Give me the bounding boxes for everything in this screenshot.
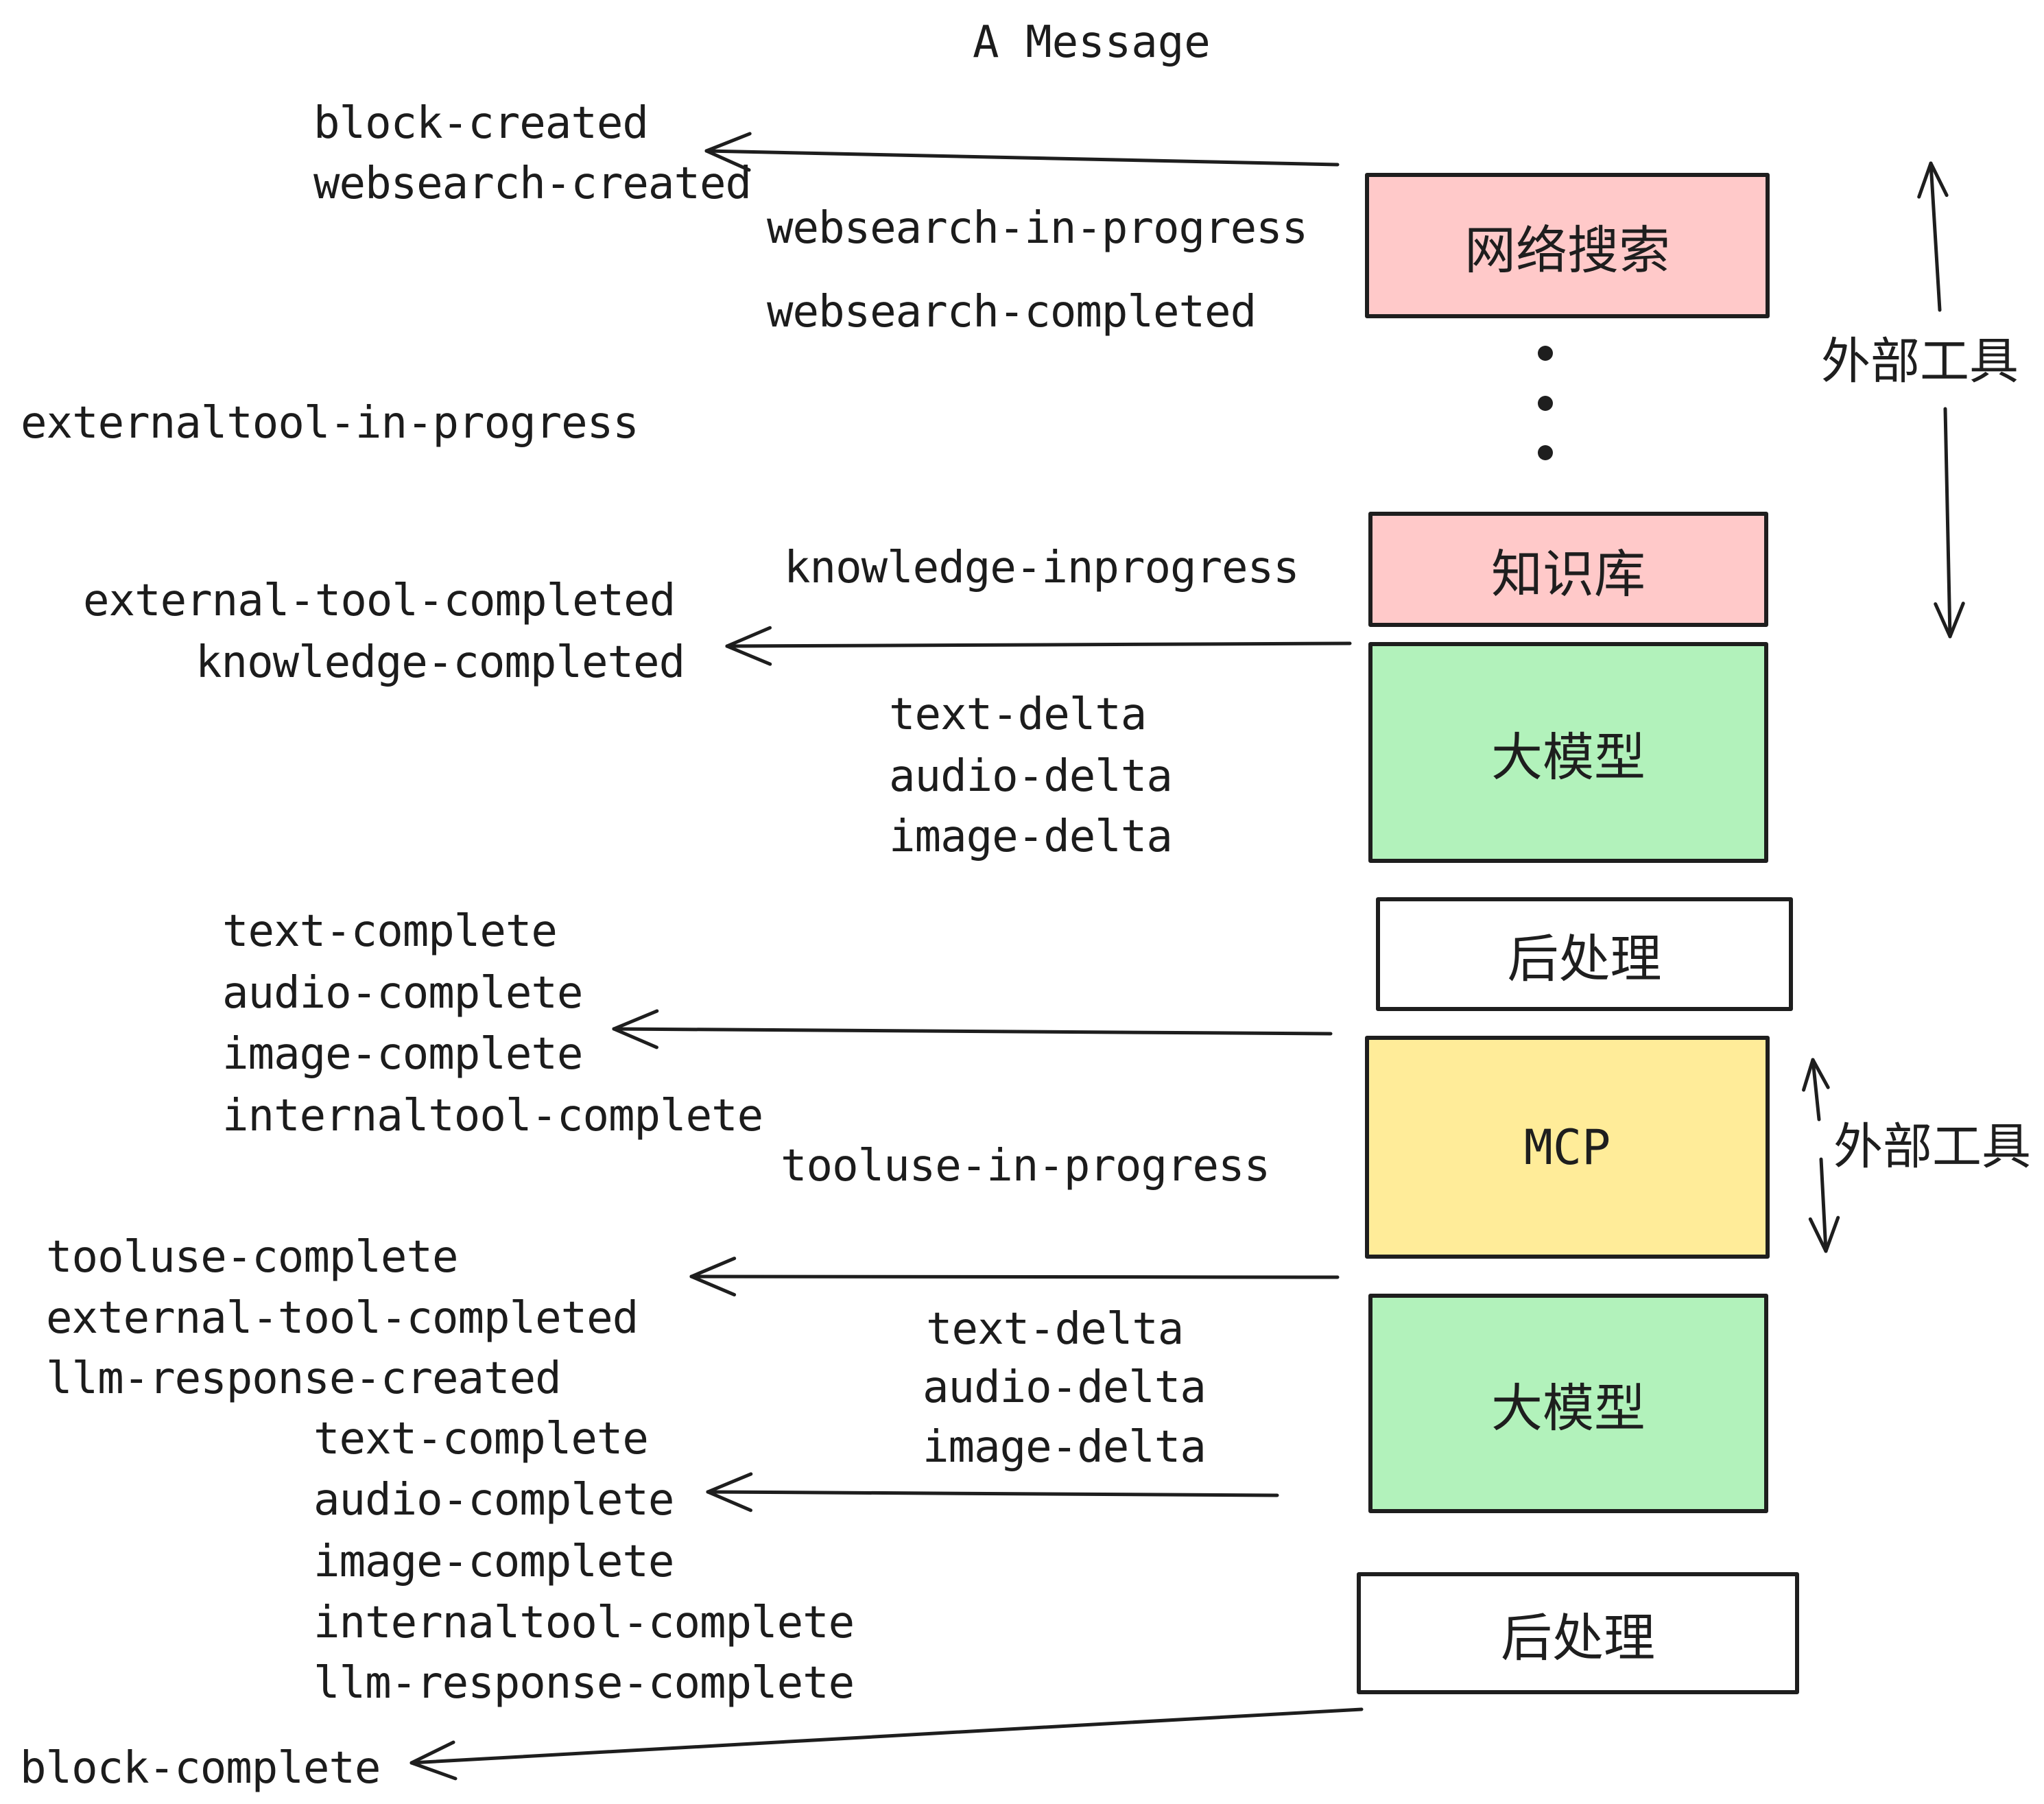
knowledge-box-label: 知识库 <box>1490 545 1645 603</box>
websearch-box: 网络搜索 <box>1365 173 1770 318</box>
ellipsis-dot <box>1538 396 1553 411</box>
postprocess-box-1-label: 后处理 <box>1507 929 1662 988</box>
postprocess-box-1: 后处理 <box>1376 897 1793 1011</box>
event-label-knowledge-inprogress: knowledge-inprogress <box>784 543 1300 593</box>
event-label-knowledge-completed: knowledge-completed <box>195 637 685 688</box>
event-label-text-delta: text-delta <box>889 689 1147 740</box>
event-label-websearch-completed: websearch-completed <box>767 287 1257 337</box>
diagram-title: A Message <box>973 17 1211 68</box>
llm-box-1: 大模型 <box>1368 642 1768 863</box>
external-tools-label-mcp: 外部工具 <box>1833 1119 2032 1175</box>
event-label-audio-delta: audio-delta <box>923 1362 1207 1413</box>
knowledge-box: 知识库 <box>1368 512 1768 627</box>
event-label-audio-delta: audio-delta <box>889 751 1173 802</box>
external-tools-label-top: 外部工具 <box>1821 334 2019 390</box>
event-label-externaltool-in-progress: externaltool-in-progress <box>21 398 639 449</box>
event-label-block-complete: block-complete <box>20 1743 381 1794</box>
llm-box-2-label: 大模型 <box>1490 1379 1645 1437</box>
mcp-box-label: MCP <box>1523 1119 1611 1176</box>
event-label-text-complete: text-complete <box>313 1414 649 1464</box>
websearch-box-label: 网络搜索 <box>1464 221 1670 279</box>
event-label-external-tool-completed: external-tool-completed <box>46 1293 639 1344</box>
event-label-image-complete: image-complete <box>222 1029 583 1080</box>
event-label-text-complete: text-complete <box>222 906 558 957</box>
event-label-llm-response-complete: llm-response-complete <box>313 1658 855 1709</box>
postprocess-box-2-label: 后处理 <box>1500 1609 1655 1667</box>
event-label-websearch-created: websearch-created <box>313 158 752 209</box>
event-label-tooluse-in-progress: tooluse-in-progress <box>781 1141 1270 1191</box>
event-label-image-delta: image-delta <box>889 811 1173 862</box>
event-label-internaltool-complete: internaltool-complete <box>313 1598 855 1648</box>
llm-box-2: 大模型 <box>1368 1294 1768 1513</box>
event-label-image-delta: image-delta <box>923 1422 1207 1473</box>
event-label-websearch-in-progress: websearch-in-progress <box>767 203 1308 254</box>
mcp-box: MCP <box>1365 1036 1770 1259</box>
event-label-external-tool-completed: external-tool-completed <box>83 575 676 626</box>
event-label-llm-response-created: llm-response-created <box>46 1353 562 1404</box>
event-label-audio-complete: audio-complete <box>313 1475 674 1526</box>
event-label-block-created: block-created <box>313 98 649 149</box>
event-label-audio-complete: audio-complete <box>222 968 583 1019</box>
ellipsis-dot <box>1538 346 1553 361</box>
event-label-internaltool-complete: internaltool-complete <box>222 1091 763 1141</box>
event-label-text-delta: text-delta <box>926 1304 1184 1355</box>
postprocess-box-2: 后处理 <box>1357 1572 1799 1694</box>
llm-box-1-label: 大模型 <box>1490 728 1645 786</box>
event-label-image-complete: image-complete <box>313 1536 674 1587</box>
event-label-tooluse-complete: tooluse-complete <box>46 1232 458 1283</box>
ellipsis-dot <box>1538 445 1553 460</box>
